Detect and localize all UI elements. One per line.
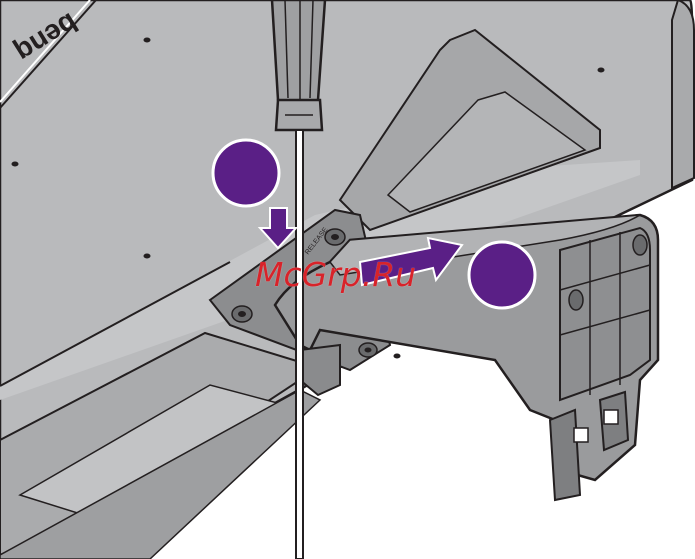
step-circle-1 xyxy=(213,140,279,206)
step-circle-2 xyxy=(469,242,535,308)
watermark-text: McGrp.Ru xyxy=(255,258,416,291)
